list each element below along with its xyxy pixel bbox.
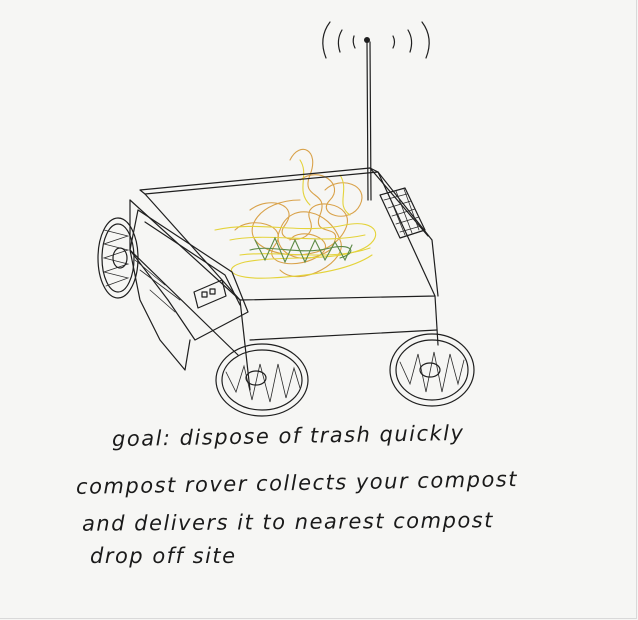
compost-pile <box>214 148 377 279</box>
front-right-wheel <box>389 333 475 407</box>
antenna-mast <box>366 41 372 201</box>
rear-left-wheel <box>97 217 139 299</box>
front-panel <box>129 209 249 371</box>
control-panel-icon <box>193 279 227 309</box>
solar-panel-icon <box>379 187 426 239</box>
caption-description-line-3: drop off site <box>90 544 237 568</box>
front-left-wheel <box>215 343 309 417</box>
antenna-signal-icon <box>322 21 430 59</box>
caption-description-line-2: and delivers it to nearest compost <box>81 508 495 536</box>
